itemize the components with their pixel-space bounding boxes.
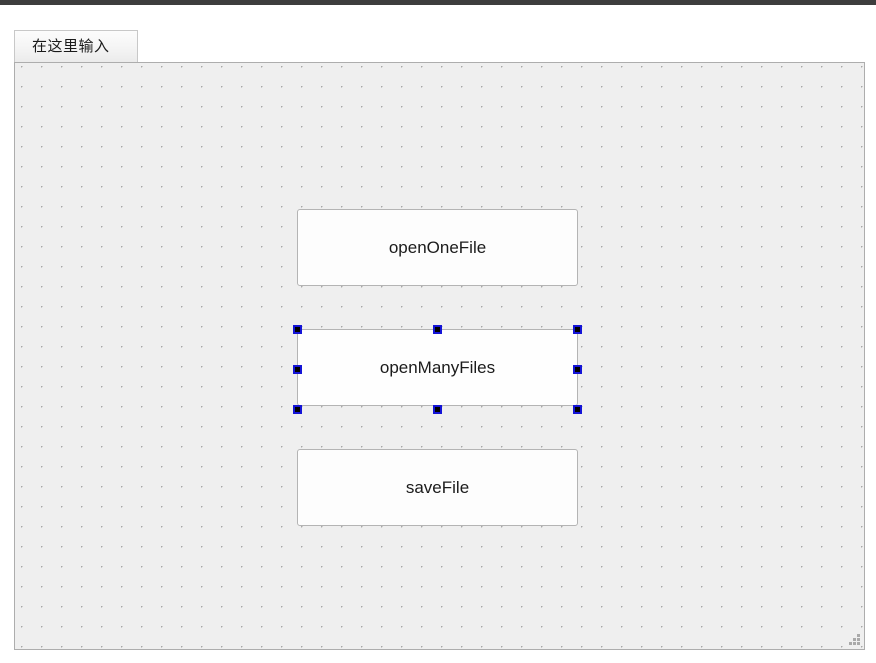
widget-savefile-button[interactable]: saveFile: [297, 449, 578, 526]
selection-handle-middle-right[interactable]: [573, 365, 582, 374]
window-body: 在这里输入 openOneFile openManyFiles saveFile: [0, 5, 876, 663]
selection-handle-top-right[interactable]: [573, 325, 582, 334]
size-grip-dot: [853, 642, 856, 645]
tab-bar: 在这里输入: [0, 25, 876, 62]
size-grip-dot: [853, 638, 856, 641]
size-grip-dot: [849, 642, 852, 645]
form-design-canvas[interactable]: openOneFile openManyFiles saveFile: [14, 62, 865, 650]
size-grip[interactable]: [847, 632, 860, 645]
widget-openonefile-button[interactable]: openOneFile: [297, 209, 578, 286]
tab-type-here[interactable]: 在这里输入: [14, 30, 138, 62]
widget-openmanyfiles-button[interactable]: openManyFiles: [297, 329, 578, 406]
widget-savefile-label: saveFile: [405, 477, 470, 497]
selection-handle-top-middle[interactable]: [433, 325, 442, 334]
widget-openmanyfiles-label: openManyFiles: [379, 357, 496, 377]
selection-handle-middle-left[interactable]: [293, 365, 302, 374]
tab-label: 在这里输入: [32, 38, 110, 55]
selection-handle-bottom-left[interactable]: [293, 405, 302, 414]
selection-handle-bottom-right[interactable]: [573, 405, 582, 414]
selection-handle-bottom-middle[interactable]: [433, 405, 442, 414]
widget-openonefile-label: openOneFile: [388, 237, 487, 257]
selection-handle-top-left[interactable]: [293, 325, 302, 334]
size-grip-dot: [857, 642, 860, 645]
size-grip-dot: [857, 638, 860, 641]
window-top-strip: [0, 0, 876, 5]
size-grip-dot: [857, 634, 860, 637]
